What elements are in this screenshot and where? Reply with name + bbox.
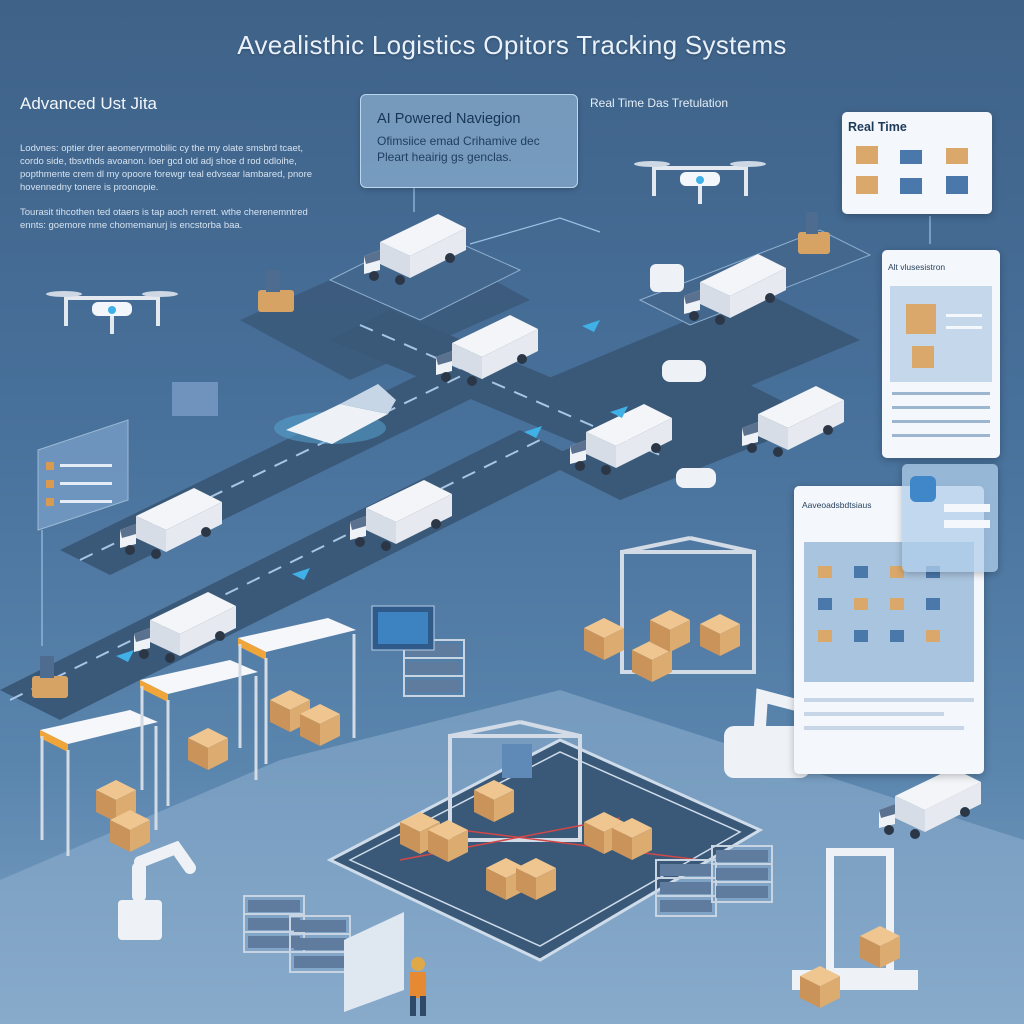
sorting-pad	[326, 738, 764, 962]
status-screen	[37, 419, 129, 531]
shelf-icon	[711, 845, 773, 903]
worker-icon	[410, 957, 426, 1016]
ai-tracking-panel: Alt vlusesistron	[882, 250, 1000, 458]
realtime-data-label: Real Time Das Tretulation	[590, 96, 729, 110]
shelf-icon	[655, 859, 717, 917]
connector-lines	[41, 188, 931, 646]
profile-card	[902, 464, 998, 572]
car-icon	[650, 264, 716, 488]
gantry-icon	[620, 536, 756, 674]
page-title: Avealisthic Logistics Opitors Tracking S…	[237, 30, 787, 60]
delivery-robot-icon	[32, 212, 830, 698]
ai-panel-content	[890, 286, 992, 437]
robot-arm-icon	[118, 688, 812, 940]
glass-partition	[344, 912, 404, 1012]
drone-icon	[632, 159, 768, 206]
box-icon	[188, 728, 228, 770]
advanced-panel-label: Aaveoadsbdtsiaus	[802, 500, 872, 510]
direction-arrows	[116, 320, 628, 662]
hover-vehicle-icon	[274, 384, 396, 444]
ai-navigation-subtitle: Ofimsiice emad Crihamive dec Pleart heai…	[377, 134, 540, 164]
box-icon	[700, 614, 740, 656]
ai-navigation-card: AI Powered Naviegion Ofimsiice emad Crih…	[360, 94, 578, 188]
advanced-heading: Advanced Ust Jita	[20, 94, 158, 113]
realtime-panel-label: Real Time	[848, 120, 907, 134]
box-icon	[584, 618, 624, 660]
container-icon	[172, 382, 218, 416]
intro-paragraph-2: Tourasit tihcothen ted otaers is tap aoc…	[20, 207, 308, 231]
sorting-gantry-icon	[399, 720, 701, 861]
intro-paragraph: Lodvnes: optier drer aeomeryrmobilic cy …	[20, 143, 313, 193]
ai-navigation-title: AI Powered Naviegion	[377, 111, 521, 127]
realtime-panel: Real Time	[842, 112, 992, 214]
shelf-icon	[289, 915, 351, 973]
monitor-icon	[371, 605, 435, 651]
ai-panel-label: Alt vlusesistron	[888, 262, 946, 272]
profile-icon	[910, 476, 936, 502]
drone-icon	[44, 289, 180, 336]
realtime-thumbnails	[856, 146, 968, 194]
